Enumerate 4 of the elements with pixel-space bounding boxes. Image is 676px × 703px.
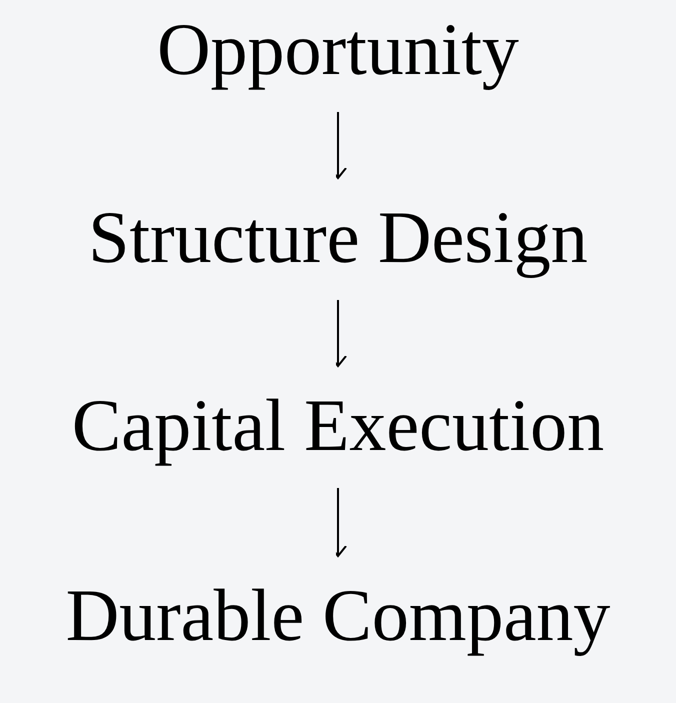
- step-text: Opportunity: [157, 2, 519, 98]
- step-text: Structure Design: [88, 190, 588, 286]
- step-text: Capital Execution: [72, 378, 604, 474]
- step-text: Durable Company: [66, 568, 610, 664]
